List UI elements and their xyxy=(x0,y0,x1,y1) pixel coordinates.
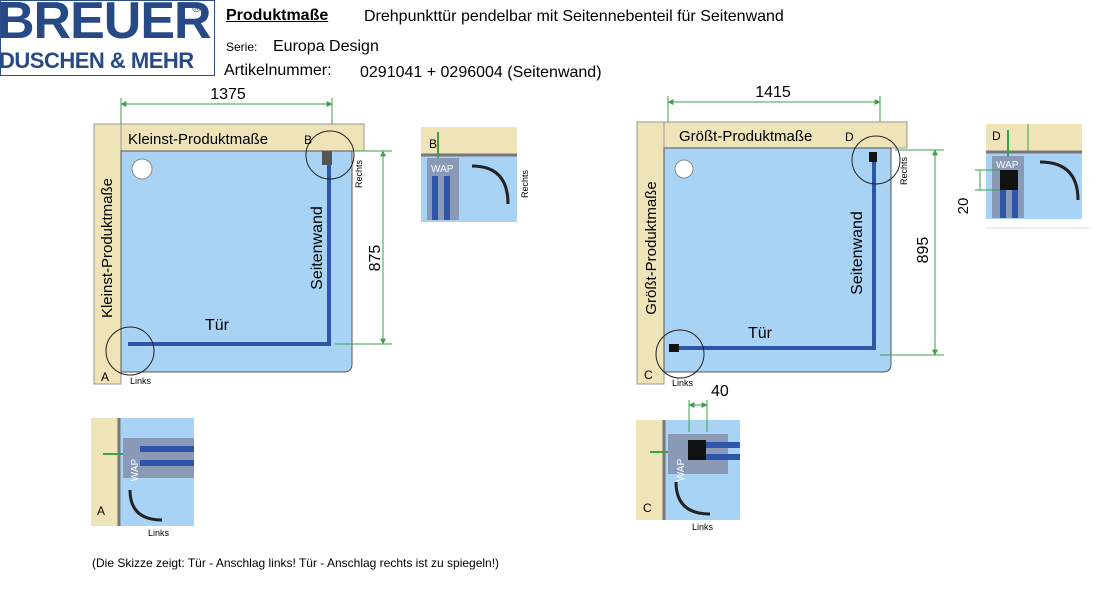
brand-logo: BREUER ® DUSCHEN & MEHR xyxy=(0,0,215,76)
detail-a-tray-curve xyxy=(128,489,163,522)
right-corner-d-fitting xyxy=(869,152,877,162)
detail-b-glass-2 xyxy=(444,176,450,220)
left-door-label: Tür xyxy=(205,317,230,334)
detail-a: A WAP Links xyxy=(91,418,194,538)
left-rechts-label: Rechts xyxy=(354,159,364,188)
left-shower-tray xyxy=(120,150,353,373)
article-value: 0291041 + 0296004 (Seitenwand) xyxy=(360,64,602,81)
detail-a-links: Links xyxy=(148,528,170,538)
right-corner-d-letter: D xyxy=(845,130,854,144)
product-description: Drehpunkttür pendelbar mit Seitennebente… xyxy=(364,8,784,25)
detail-b-rechts: Rechts xyxy=(520,169,530,198)
left-floor-plan: 1375 875 Kleinst-Produktmaße Kleinst-Pro… xyxy=(93,86,392,386)
right-top-wall-label: Größt-Produktmaße xyxy=(679,128,812,145)
right-corner-c-circle xyxy=(655,329,705,379)
detail-b-letter: B xyxy=(429,137,437,151)
detail-d-dim-20: 20 xyxy=(955,198,972,215)
detail-d-wall xyxy=(986,124,1082,152)
right-width-value: 1415 xyxy=(755,84,791,101)
detail-d-wap: WAP xyxy=(996,160,1019,171)
section-title: Produktmaße xyxy=(226,7,329,24)
detail-d-letter: D xyxy=(992,129,1001,143)
brand-name: BREUER xyxy=(0,0,212,50)
right-rechts-label: Rechts xyxy=(899,156,909,185)
right-floor-plan: 1415 895 Größt-Produktmaße Größt-Produkt… xyxy=(636,84,944,388)
detail-a-wall xyxy=(91,418,119,526)
right-door-label: Tür xyxy=(748,325,773,342)
right-shower-tray xyxy=(663,147,892,373)
right-wall-label: Seitenwand xyxy=(849,211,866,295)
detail-c-glass-2 xyxy=(706,454,740,460)
left-drain xyxy=(131,158,153,180)
left-corner-b-circle xyxy=(305,130,355,180)
detail-b-tray-curve xyxy=(471,164,510,205)
brand-tagline: DUSCHEN & MEHR xyxy=(0,48,194,73)
detail-c-dim-40: 40 xyxy=(711,383,729,400)
detail-b-glass-1 xyxy=(432,176,438,220)
detail-c-wall xyxy=(636,420,664,520)
left-wall-label: Seitenwand xyxy=(309,206,326,290)
detail-d-glass-2 xyxy=(1012,190,1018,218)
left-corner-b-letter: B xyxy=(304,133,312,147)
left-side-wall-label: Kleinst-Produktmaße xyxy=(99,178,116,318)
left-corner-a-letter: A xyxy=(101,370,109,384)
serie-label: Serie: xyxy=(226,40,258,54)
detail-c-letter: C xyxy=(643,501,652,515)
detail-d-glass-1 xyxy=(1000,190,1006,218)
detail-c-offset-block xyxy=(688,440,706,460)
left-side-wall xyxy=(93,123,122,385)
brand-registered-mark: ® xyxy=(192,1,201,15)
detail-c-tray-curve xyxy=(674,481,711,516)
footer-note: (Die Skizze zeigt: Tür - Anschlag links!… xyxy=(92,556,500,570)
left-width-value: 1375 xyxy=(210,86,246,103)
detail-a-glass-1 xyxy=(140,446,194,452)
right-corner-c-letter: C xyxy=(644,368,653,382)
detail-d: D WAP 20 xyxy=(955,124,1090,229)
detail-c-links: Links xyxy=(692,522,714,532)
detail-a-profile xyxy=(123,438,194,478)
left-depth-value: 875 xyxy=(367,245,384,272)
right-links-label: Links xyxy=(672,378,694,388)
left-links-label: Links xyxy=(130,376,152,386)
detail-b: B WAP Rechts xyxy=(421,127,530,222)
detail-b-wap: WAP xyxy=(431,164,454,175)
right-corner-c-fitting xyxy=(669,344,679,352)
serie-value: Europa Design xyxy=(273,38,379,55)
detail-d-offset-block xyxy=(1000,170,1018,190)
left-corner-b-fitting xyxy=(322,151,332,165)
detail-c: 40 C WAP Links xyxy=(636,383,740,532)
detail-a-glass-2 xyxy=(140,460,194,466)
detail-c-wap: WAP xyxy=(676,458,687,481)
article-label: Artikelnummer: xyxy=(224,62,332,79)
detail-a-letter: A xyxy=(97,504,105,518)
detail-a-wap: WAP xyxy=(130,458,141,481)
right-corner-d-circle xyxy=(851,135,901,185)
right-depth-value: 895 xyxy=(915,237,932,264)
right-side-wall-label: Größt-Produktmaße xyxy=(643,181,660,314)
detail-d-tray-curve xyxy=(1039,160,1080,201)
detail-c-glass-1 xyxy=(706,442,740,448)
left-corner-a-circle xyxy=(105,326,155,376)
right-drain xyxy=(674,159,694,179)
left-top-wall-label: Kleinst-Produktmaße xyxy=(128,131,268,148)
right-top-wall xyxy=(636,121,908,149)
